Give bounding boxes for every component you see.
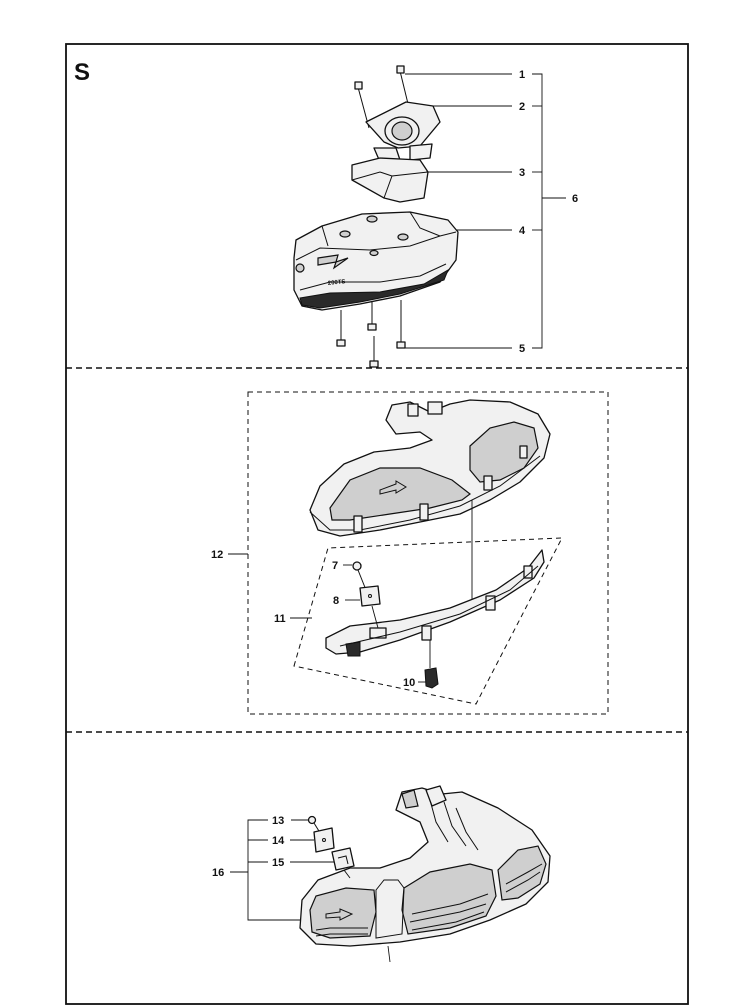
callout-8: 8 bbox=[333, 595, 339, 607]
callout-7: 7 bbox=[332, 560, 338, 572]
callout-2: 2 bbox=[519, 101, 525, 113]
callout-13: 13 bbox=[272, 815, 284, 827]
callout-6: 6 bbox=[572, 193, 578, 205]
diagram-frame bbox=[65, 43, 689, 1005]
group-box-12 bbox=[247, 391, 609, 715]
group-box-11 bbox=[293, 537, 563, 705]
callout-1: 1 bbox=[519, 69, 525, 81]
plate-part-15 bbox=[331, 847, 355, 879]
callout-16: 16 bbox=[212, 867, 224, 879]
clip-part-10 bbox=[424, 640, 439, 689]
clamp-part-2 bbox=[365, 101, 441, 163]
callout-14: 14 bbox=[272, 835, 285, 847]
plate-part-8 bbox=[359, 585, 381, 629]
guard-cover bbox=[309, 399, 551, 537]
callout-3: 3 bbox=[519, 167, 525, 179]
section-letter: S bbox=[74, 59, 90, 86]
screw-part-7 bbox=[352, 561, 367, 591]
callout-4: 4 bbox=[519, 225, 526, 237]
callout-10: 10 bbox=[403, 677, 415, 689]
guard-marking: 200TS bbox=[328, 279, 346, 287]
guard-part-4: 200TS bbox=[293, 211, 459, 311]
plate-part-14 bbox=[313, 827, 335, 853]
trimmer-strip bbox=[325, 549, 545, 657]
spacer-part-3 bbox=[351, 157, 429, 203]
top-assembly: 200TS 1 2 3 4 5 6 bbox=[293, 65, 578, 368]
callout-15: 15 bbox=[272, 857, 284, 869]
bottom-assembly: 13 14 15 16 bbox=[212, 785, 551, 963]
screws-part-5 bbox=[336, 300, 406, 368]
callout-5: 5 bbox=[519, 343, 525, 355]
callout-12: 12 bbox=[211, 549, 223, 561]
guard-complete bbox=[299, 785, 551, 963]
middle-assembly: 7 8 10 11 12 bbox=[211, 391, 609, 715]
callout-11: 11 bbox=[274, 613, 286, 625]
